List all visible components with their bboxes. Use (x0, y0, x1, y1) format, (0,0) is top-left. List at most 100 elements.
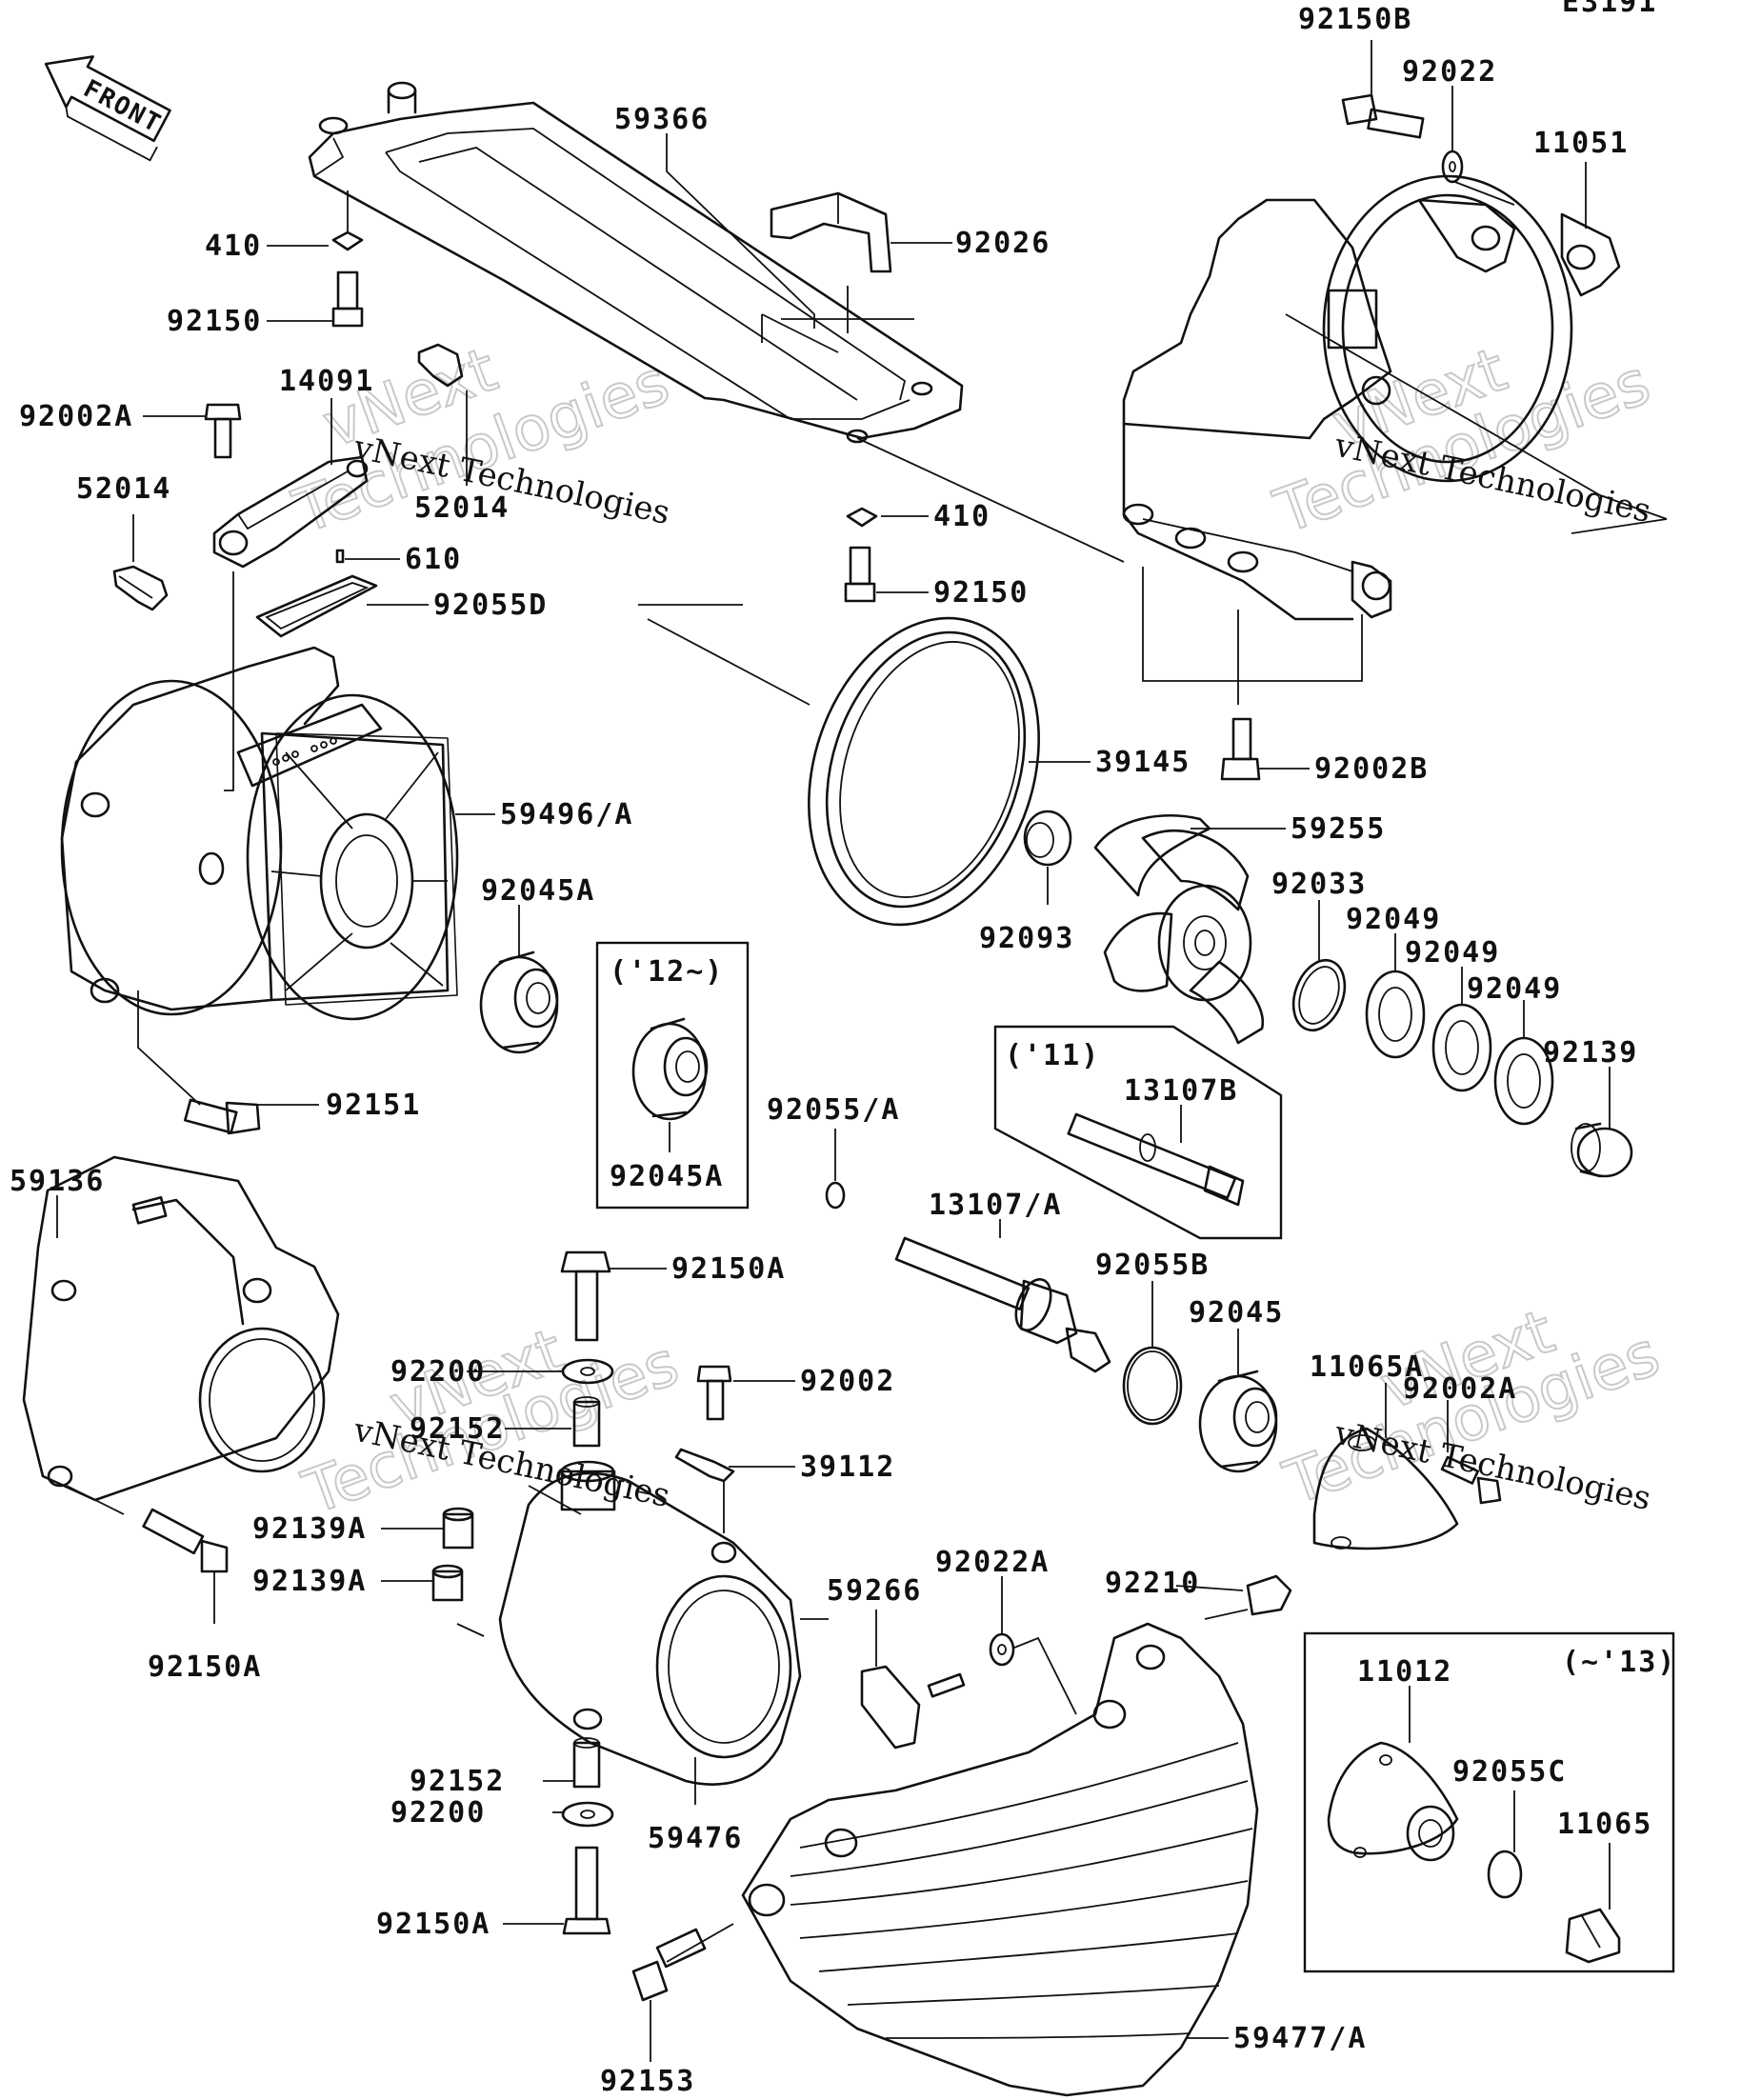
inset-y13-label: (~'13) (1562, 1646, 1676, 1679)
label-92002B: 92002B (1314, 752, 1429, 786)
label-11065: 11065 (1557, 1808, 1652, 1841)
inset-y11-label: ('11) (1005, 1039, 1100, 1072)
label-52014-a: 52014 (76, 472, 171, 506)
label-92049-a: 92049 (1346, 903, 1441, 936)
part-92150A-bolt-b (142, 1508, 229, 1573)
part-92200-washer-b (561, 1801, 614, 1828)
part-92002-bolt (696, 1365, 732, 1421)
part-92150A-bolt-a (560, 1250, 611, 1342)
part-92139A-bushing-a (442, 1507, 474, 1550)
part-92055D-gasket (255, 574, 378, 638)
label-11051: 11051 (1533, 127, 1629, 160)
front-arrow: FRONT (44, 55, 171, 162)
part-92055A-oring (825, 1181, 846, 1210)
part-92152-spacer-a (572, 1396, 601, 1448)
front-arrow-shadow (65, 107, 158, 162)
part-92049-seal-a (1365, 970, 1426, 1059)
part-13107A-shaft (894, 1236, 1111, 1373)
label-92150A-b: 92150A (148, 1650, 262, 1684)
label-59496A: 59496/A (500, 798, 633, 831)
part-92150-bolt-b (844, 546, 876, 603)
part-14091-fitting-block (212, 455, 369, 569)
part-92151-bolt (184, 1098, 261, 1135)
part-92002A-bolt-b (1440, 1455, 1502, 1505)
label-92002A-a: 92002A (19, 400, 133, 433)
label-92150B: 92150B (1298, 3, 1412, 36)
part-410-nut-b (846, 507, 878, 528)
label-92093: 92093 (979, 922, 1074, 955)
part-92152-spacer-b (572, 1737, 601, 1789)
part-labels: 92150B 92022 11051 59366 92026 410 92150… (10, 3, 1652, 2098)
part-13107B-shaft (1067, 1112, 1245, 1207)
label-92049-b: 92049 (1405, 936, 1500, 970)
label-59136: 59136 (10, 1165, 105, 1198)
label-92151: 92151 (326, 1089, 421, 1122)
inset-y12-label: ('12~) (610, 955, 724, 989)
label-92002: 92002 (800, 1365, 895, 1398)
part-92055C-oring (1487, 1850, 1523, 1899)
part-92210-nut (1246, 1574, 1292, 1616)
part-92150-bolt-a (331, 270, 364, 328)
label-59266: 59266 (827, 1574, 922, 1608)
label-52014-b: 52014 (414, 491, 510, 525)
part-92150B-bolt (1341, 93, 1425, 139)
label-11012: 11012 (1357, 1655, 1452, 1689)
label-92045A-b: 92045A (610, 1160, 724, 1193)
label-610: 610 (405, 543, 462, 576)
part-92049-seal-b (1431, 1003, 1492, 1092)
inset-2012-onward: ('12~) (595, 941, 750, 1210)
diagram-code: E3191 (1562, 0, 1657, 19)
part-92045A-bearing-b (631, 1017, 709, 1121)
label-92033: 92033 (1271, 868, 1367, 901)
part-11065-plug (1565, 1908, 1621, 1964)
label-92045: 92045 (1189, 1296, 1284, 1330)
label-92139: 92139 (1543, 1036, 1638, 1070)
part-59366-ride-plate (308, 81, 964, 444)
part-59476-steering-nozzle (498, 1460, 802, 1786)
label-92200-a: 92200 (390, 1355, 486, 1389)
label-59476: 59476 (648, 1822, 743, 1855)
part-92022A-washer (989, 1632, 1015, 1667)
label-92139A-a: 92139A (252, 1512, 367, 1546)
part-92139-bushing (1571, 1122, 1633, 1178)
label-92150-b: 92150 (933, 576, 1029, 610)
label-59477-A: 59477/A (1233, 2022, 1367, 2055)
part-39112-clip (674, 1448, 735, 1483)
label-14091: 14091 (279, 365, 374, 398)
label-92152-b: 92152 (410, 1765, 505, 1798)
label-11065A: 11065A (1310, 1350, 1424, 1384)
label-13107-A: 13107/A (929, 1189, 1062, 1222)
label-92026: 92026 (955, 227, 1051, 260)
label-92055C: 92055C (1452, 1755, 1567, 1789)
part-92033-circlip (1291, 958, 1347, 1032)
label-410-b: 410 (933, 500, 991, 533)
label-92055D: 92055D (433, 589, 548, 622)
label-92055-A: 92055/A (767, 1093, 900, 1127)
label-92022: 92022 (1402, 55, 1497, 89)
inset-2011: ('11) (993, 1025, 1283, 1240)
label-92045A-a: 92045A (481, 874, 595, 908)
part-11012-cap (1327, 1741, 1459, 1862)
part-52014-elbow-a (112, 565, 169, 611)
label-92139A-b: 92139A (252, 1565, 367, 1598)
label-92150A-c: 92150A (376, 1908, 490, 1941)
label-92150-a: 92150 (167, 305, 262, 338)
part-59255-impeller (1093, 813, 1265, 1045)
leader-lines (56, 40, 1668, 2062)
part-92150A-bolt-c (562, 1846, 611, 1935)
part-92093-cap (1023, 810, 1072, 867)
part-59266-fitting (860, 1665, 966, 1750)
part-59136-nozzle (22, 1155, 340, 1502)
label-59366: 59366 (614, 103, 710, 136)
label-92210: 92210 (1105, 1567, 1200, 1600)
label-92049-c: 92049 (1467, 972, 1562, 1006)
part-11051-housing (1122, 174, 1621, 621)
part-92045-bearing (1198, 1370, 1278, 1473)
label-410-a: 410 (205, 230, 262, 263)
part-59496A-pump-housing (60, 646, 459, 1021)
label-92055B: 92055B (1095, 1249, 1210, 1282)
part-92055B-oring (1122, 1346, 1183, 1426)
inset-to-2013: (~'13) (1303, 1631, 1676, 1973)
